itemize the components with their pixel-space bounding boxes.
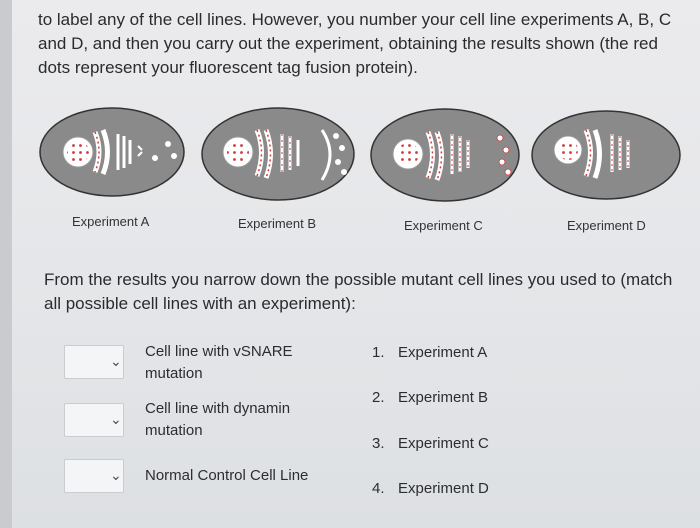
intro-text: to label any of the cell lines. However,…: [38, 10, 672, 77]
question-text: From the results you narrow down the pos…: [44, 270, 673, 313]
experiment-a-label: Experiment A: [72, 214, 150, 229]
option-number: 2.: [372, 389, 385, 406]
experiment-cells-figure: [39, 107, 681, 202]
option-item: 2. Experiment B: [372, 389, 488, 406]
match-item-label: Cell line with dynamin mutation: [145, 400, 291, 439]
option-item: 3. Experiment C: [372, 435, 489, 452]
left-edge-bar: [0, 0, 12, 528]
cell-experiment-d: [531, 110, 681, 200]
option-label: Experiment B: [398, 389, 489, 406]
experiment-b-label: Experiment B: [238, 216, 317, 231]
option-item: 4. Experiment D: [372, 480, 489, 497]
option-number: 4.: [372, 480, 385, 497]
match-item-label: Normal Control Cell Line: [145, 467, 309, 484]
option-number: 3.: [372, 435, 385, 452]
option-label: Experiment C: [398, 435, 489, 452]
match-select-vsnare[interactable]: ⌄: [64, 345, 124, 379]
experiment-c-label: Experiment C: [404, 218, 483, 233]
option-item: 1. Experiment A: [372, 344, 487, 361]
option-label: Experiment D: [398, 480, 489, 497]
cell-experiment-b: [201, 107, 355, 201]
match-select-normal-control[interactable]: ⌄: [64, 459, 124, 493]
experiment-d-label: Experiment D: [567, 218, 646, 233]
option-label: Experiment A: [398, 344, 488, 361]
match-select-dynamin[interactable]: ⌄: [64, 403, 124, 437]
chevron-down-icon: ⌄: [110, 412, 122, 428]
option-number: 1.: [372, 344, 385, 361]
chevron-down-icon: ⌄: [110, 468, 122, 484]
cell-experiment-a: [39, 107, 185, 197]
match-item-label: Cell line with vSNARE mutation: [145, 343, 293, 382]
chevron-down-icon: ⌄: [110, 354, 122, 370]
cell-experiment-c: [370, 108, 520, 202]
